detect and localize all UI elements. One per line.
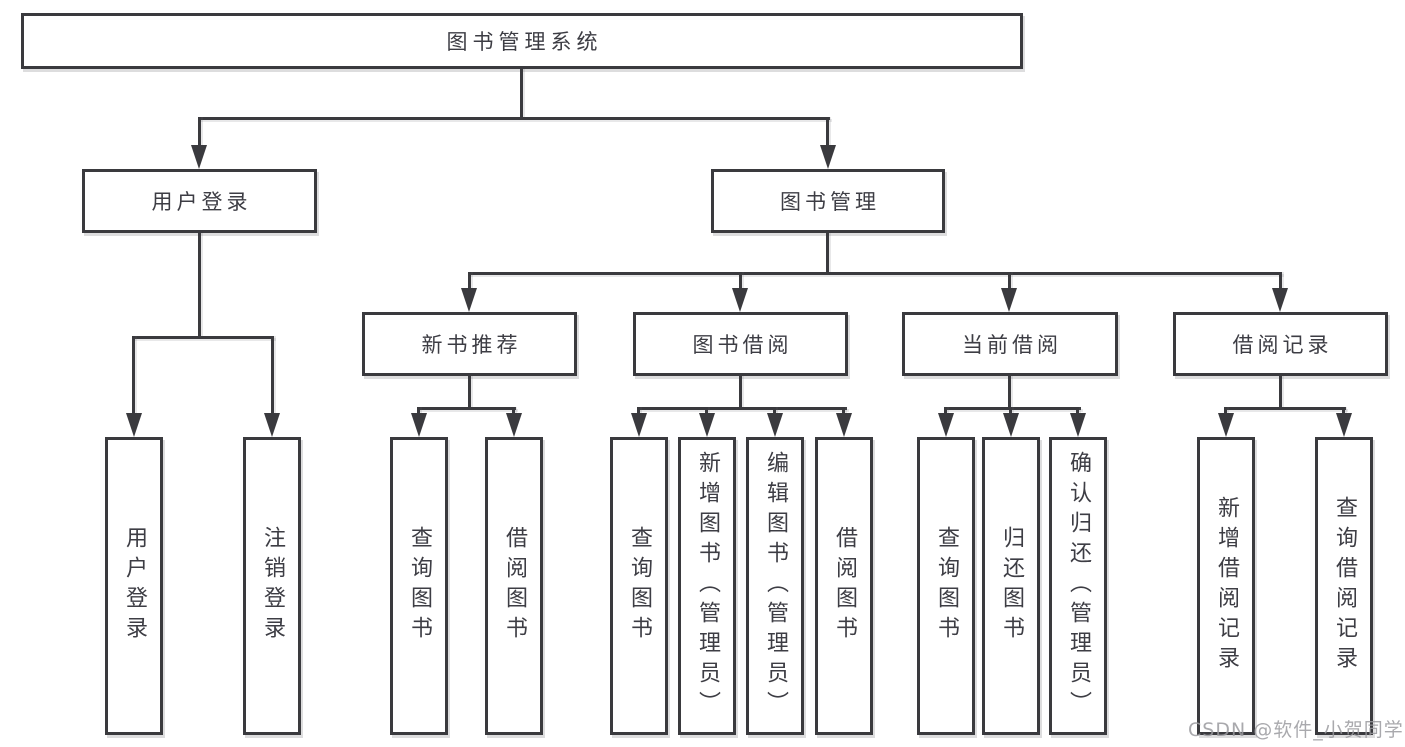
node-book-borrowing-label: 图书借阅 bbox=[692, 333, 793, 357]
leaf-add-books-admin: 新增图书（管理员） bbox=[678, 437, 736, 735]
connector-s3-child2 bbox=[1009, 407, 1012, 417]
connector-s2-child4 bbox=[842, 407, 845, 417]
connector-s2-child2 bbox=[705, 407, 708, 417]
leaf-query-books-current: 查询图书 bbox=[917, 437, 975, 735]
connector-section1-bus bbox=[417, 407, 516, 410]
leaf-borrow-books-recommend-label: 借阅图书 bbox=[502, 526, 527, 646]
arrow-s3-child1-icon bbox=[938, 413, 954, 437]
connector-management-stem bbox=[826, 233, 829, 275]
csdn-watermark: CSDN @软件_小贺同学 bbox=[1188, 719, 1404, 741]
node-library-system-label: 图书管理系统 bbox=[446, 30, 603, 54]
leaf-borrow-books: 借阅图书 bbox=[815, 437, 873, 735]
arrow-s4-child2-icon bbox=[1336, 413, 1352, 437]
connector-login-child2 bbox=[271, 336, 274, 415]
connector-section3-bus bbox=[944, 407, 1081, 410]
arrow-to-section2-icon bbox=[732, 288, 748, 312]
leaf-add-books-admin-label: 新增图书（管理员） bbox=[695, 451, 720, 721]
arrow-to-book-management-icon bbox=[820, 145, 836, 169]
leaf-logout: 注销登录 bbox=[243, 437, 301, 735]
leaf-query-books-borrowing-label: 查询图书 bbox=[627, 526, 652, 646]
leaf-confirm-return-admin-label: 确认归还（管理员） bbox=[1066, 451, 1091, 721]
connector-login-stem bbox=[198, 233, 201, 339]
connector-s1-child1 bbox=[417, 407, 420, 417]
connector-to-section2 bbox=[739, 272, 742, 290]
arrow-s3-child2-icon bbox=[1003, 413, 1019, 437]
leaf-query-books-current-label: 查询图书 bbox=[934, 526, 959, 646]
node-borrowing-records: 借阅记录 bbox=[1173, 312, 1388, 376]
node-book-borrowing: 图书借阅 bbox=[633, 312, 848, 376]
leaf-return-books: 归还图书 bbox=[982, 437, 1040, 735]
arrow-to-user-login-icon bbox=[191, 145, 207, 169]
node-user-login-label: 用户登录 bbox=[151, 190, 252, 214]
connector-root-stem bbox=[520, 69, 523, 120]
leaf-logout-label: 注销登录 bbox=[260, 526, 285, 646]
arrow-login-child2-icon bbox=[264, 413, 280, 437]
arrow-s2-child3-icon bbox=[767, 413, 783, 437]
connector-section3-stem bbox=[1008, 376, 1011, 409]
arrow-s2-child4-icon bbox=[836, 413, 852, 437]
connector-level1-bus bbox=[198, 117, 830, 120]
node-book-management: 图书管理 bbox=[711, 169, 945, 233]
node-library-system: 图书管理系统 bbox=[21, 13, 1023, 69]
connector-s4-child1 bbox=[1224, 407, 1227, 417]
leaf-user-login-label: 用户登录 bbox=[122, 526, 147, 646]
connector-section1-stem bbox=[468, 376, 471, 409]
connector-to-book-management bbox=[826, 117, 829, 146]
connector-s4-child2 bbox=[1342, 407, 1345, 417]
leaf-add-borrow-record: 新增借阅记录 bbox=[1197, 437, 1255, 735]
arrow-to-section3-icon bbox=[1001, 288, 1017, 312]
connector-s2-child1 bbox=[637, 407, 640, 417]
leaf-return-books-label: 归还图书 bbox=[999, 526, 1024, 646]
arrow-s4-child1-icon bbox=[1218, 413, 1234, 437]
connector-s1-child2 bbox=[512, 407, 515, 417]
connector-section4-bus bbox=[1224, 407, 1346, 410]
node-user-login: 用户登录 bbox=[82, 169, 317, 233]
connector-section2-stem bbox=[739, 376, 742, 409]
arrow-to-section1-icon bbox=[461, 288, 477, 312]
arrow-login-child1-icon bbox=[126, 413, 142, 437]
leaf-query-books-recommend-label: 查询图书 bbox=[407, 526, 432, 646]
connector-to-section4 bbox=[1279, 272, 1282, 290]
connector-s3-child1 bbox=[944, 407, 947, 417]
leaf-user-login: 用户登录 bbox=[105, 437, 163, 735]
node-new-book-recommendation-label: 新书推荐 bbox=[421, 333, 522, 357]
leaf-borrow-books-recommend: 借阅图书 bbox=[485, 437, 543, 735]
connector-level3-bus bbox=[468, 272, 1282, 275]
node-borrowing-records-label: 借阅记录 bbox=[1232, 333, 1333, 357]
connector-s3-child3 bbox=[1076, 407, 1079, 417]
arrow-s1-child1-icon bbox=[411, 413, 427, 437]
node-current-borrowing: 当前借阅 bbox=[902, 312, 1118, 376]
arrow-s1-child2-icon bbox=[506, 413, 522, 437]
connector-to-section1 bbox=[468, 272, 471, 290]
leaf-query-borrow-record: 查询借阅记录 bbox=[1315, 437, 1373, 735]
node-book-management-label: 图书管理 bbox=[780, 190, 880, 214]
arrow-s3-child3-icon bbox=[1070, 413, 1086, 437]
connector-section4-stem bbox=[1279, 376, 1282, 409]
leaf-edit-books-admin: 编辑图书（管理员） bbox=[746, 437, 804, 735]
node-new-book-recommendation: 新书推荐 bbox=[362, 312, 577, 376]
leaf-query-books-borrowing: 查询图书 bbox=[610, 437, 668, 735]
leaf-confirm-return-admin: 确认归还（管理员） bbox=[1049, 437, 1107, 735]
leaf-query-books-recommend: 查询图书 bbox=[390, 437, 448, 735]
connector-to-section3 bbox=[1008, 272, 1011, 290]
arrow-s2-child2-icon bbox=[699, 413, 715, 437]
connector-login-bus bbox=[132, 336, 274, 339]
leaf-query-borrow-record-label: 查询借阅记录 bbox=[1332, 496, 1357, 676]
arrow-to-section4-icon bbox=[1272, 288, 1288, 312]
connector-to-user-login bbox=[198, 117, 201, 146]
arrow-s2-child1-icon bbox=[631, 413, 647, 437]
leaf-borrow-books-label: 借阅图书 bbox=[832, 526, 857, 646]
connector-s2-child3 bbox=[773, 407, 776, 417]
leaf-edit-books-admin-label: 编辑图书（管理员） bbox=[763, 451, 788, 721]
connector-section2-bus bbox=[637, 407, 847, 410]
connector-login-child1 bbox=[132, 336, 135, 415]
leaf-add-borrow-record-label: 新增借阅记录 bbox=[1214, 496, 1239, 676]
node-current-borrowing-label: 当前借阅 bbox=[962, 333, 1062, 357]
